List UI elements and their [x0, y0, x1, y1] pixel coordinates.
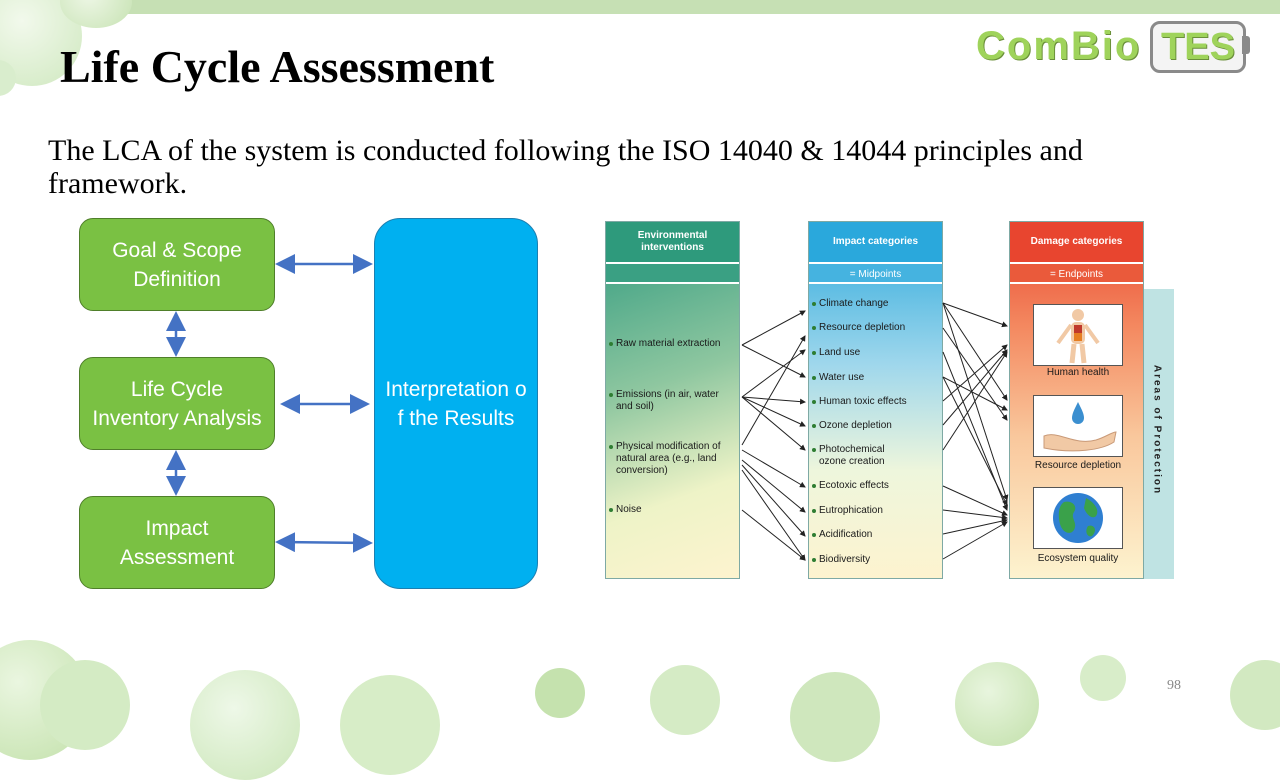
environmental-interventions-column: Environmental interventions Raw material… — [605, 221, 740, 579]
page-number: 98 — [1167, 678, 1181, 693]
logo-battery-box: TES — [1150, 21, 1246, 73]
impact-subheader: = Midpoints — [809, 262, 942, 284]
env-item: Raw material extraction — [609, 338, 731, 350]
pathway-arrow — [741, 344, 806, 378]
impact-item: Ecotoxic effects — [812, 480, 889, 491]
decor-bubble — [535, 668, 585, 718]
pathway-arrow — [741, 459, 806, 513]
decor-bubble — [1230, 660, 1280, 730]
env-header: Environmental interventions — [606, 222, 739, 262]
impact-item: Eutrophication — [812, 505, 883, 516]
pathway-arrow — [942, 344, 1008, 402]
slide-title: Life Cycle Assessment — [60, 41, 495, 92]
damage-item: Human health — [1046, 367, 1110, 378]
damage-header: Damage categories — [1010, 222, 1143, 262]
resource-depletion-picture — [1033, 395, 1123, 457]
human-body-icon — [1056, 309, 1100, 364]
pathway-arrow — [942, 349, 1008, 426]
top-accent-bar — [0, 0, 1280, 14]
intro-text: The LCA of the system is conducted follo… — [48, 134, 1083, 200]
decor-bubble — [1080, 655, 1126, 701]
areas-of-protection-band — [1140, 289, 1174, 579]
impact-header: Impact categories — [809, 222, 942, 262]
pathway-arrow — [741, 509, 806, 561]
pathway-arrow — [741, 449, 806, 488]
pathway-arrow — [741, 396, 806, 451]
damage-item: Ecosystem quality — [1037, 553, 1119, 564]
impact-item: Human toxic effects — [812, 396, 907, 407]
impact-item: Ozone depletion — [812, 420, 892, 431]
logo-text-left: ComBio — [976, 24, 1142, 68]
impact-item: Photochemical ozone creation — [812, 444, 909, 468]
hand-water-drop-icon — [1043, 402, 1117, 452]
pathway-arrow — [942, 327, 1008, 421]
pathway-arrow — [741, 396, 806, 405]
pathway-arrow — [741, 469, 806, 561]
arrow-impact-interpretation — [275, 532, 373, 553]
logo-battery-terminal — [1242, 36, 1250, 54]
pathway-arrow — [741, 349, 806, 398]
lcia-pathway-arrows — [741, 302, 1009, 561]
human-health-picture — [1033, 304, 1123, 366]
goal-scope-box: Goal & Scope Definition — [79, 218, 275, 311]
damage-subheader: = Endpoints — [1010, 262, 1143, 284]
env-item: Noise — [609, 504, 731, 516]
pathway-arrow — [942, 521, 1008, 560]
pathway-arrow — [741, 464, 806, 537]
impact-item: Land use — [811, 347, 861, 358]
pathway-arrow — [942, 485, 1008, 516]
pathway-arrow — [741, 310, 806, 346]
impact-categories-column: Impact categories = Midpoints Climate ch… — [808, 221, 943, 579]
interpretation-box: Interpretation of the Results — [374, 218, 538, 589]
pathway-arrow — [942, 509, 1008, 521]
inventory-analysis-box: Life Cycle Inventory Analysis — [79, 357, 275, 450]
pathway-arrow — [942, 376, 1008, 506]
impact-item: Acidification — [811, 529, 873, 540]
decor-bubble — [0, 60, 16, 96]
pathway-arrow — [942, 302, 1008, 401]
damage-item: Resource depletion — [1034, 460, 1122, 471]
impact-item: Water use — [811, 372, 865, 383]
env-item: Physical modification of natural area (e… — [609, 441, 734, 477]
pathway-arrow — [942, 518, 1008, 535]
pathway-arrow — [741, 335, 806, 446]
globe-icon — [1053, 493, 1103, 543]
env-item: Emissions (in air, water and soil) — [609, 389, 734, 413]
impact-item: Resource depletion — [811, 322, 906, 333]
pathway-arrow — [942, 351, 1008, 451]
framework-arrows — [166, 254, 373, 553]
pathway-arrow — [942, 376, 1008, 411]
ecosystem-quality-picture — [1033, 487, 1123, 549]
pathway-arrow — [942, 302, 1008, 328]
env-subheader — [606, 262, 739, 284]
impact-item: Climate change — [811, 298, 889, 309]
impact-item: Biodiversity — [811, 554, 871, 565]
pathway-arrow — [741, 396, 806, 427]
combiotes-logo: ComBio TES — [976, 20, 1260, 73]
logo-text-right: TES — [1161, 26, 1235, 68]
impact-assessment-box: Impact Assessment — [79, 496, 275, 589]
